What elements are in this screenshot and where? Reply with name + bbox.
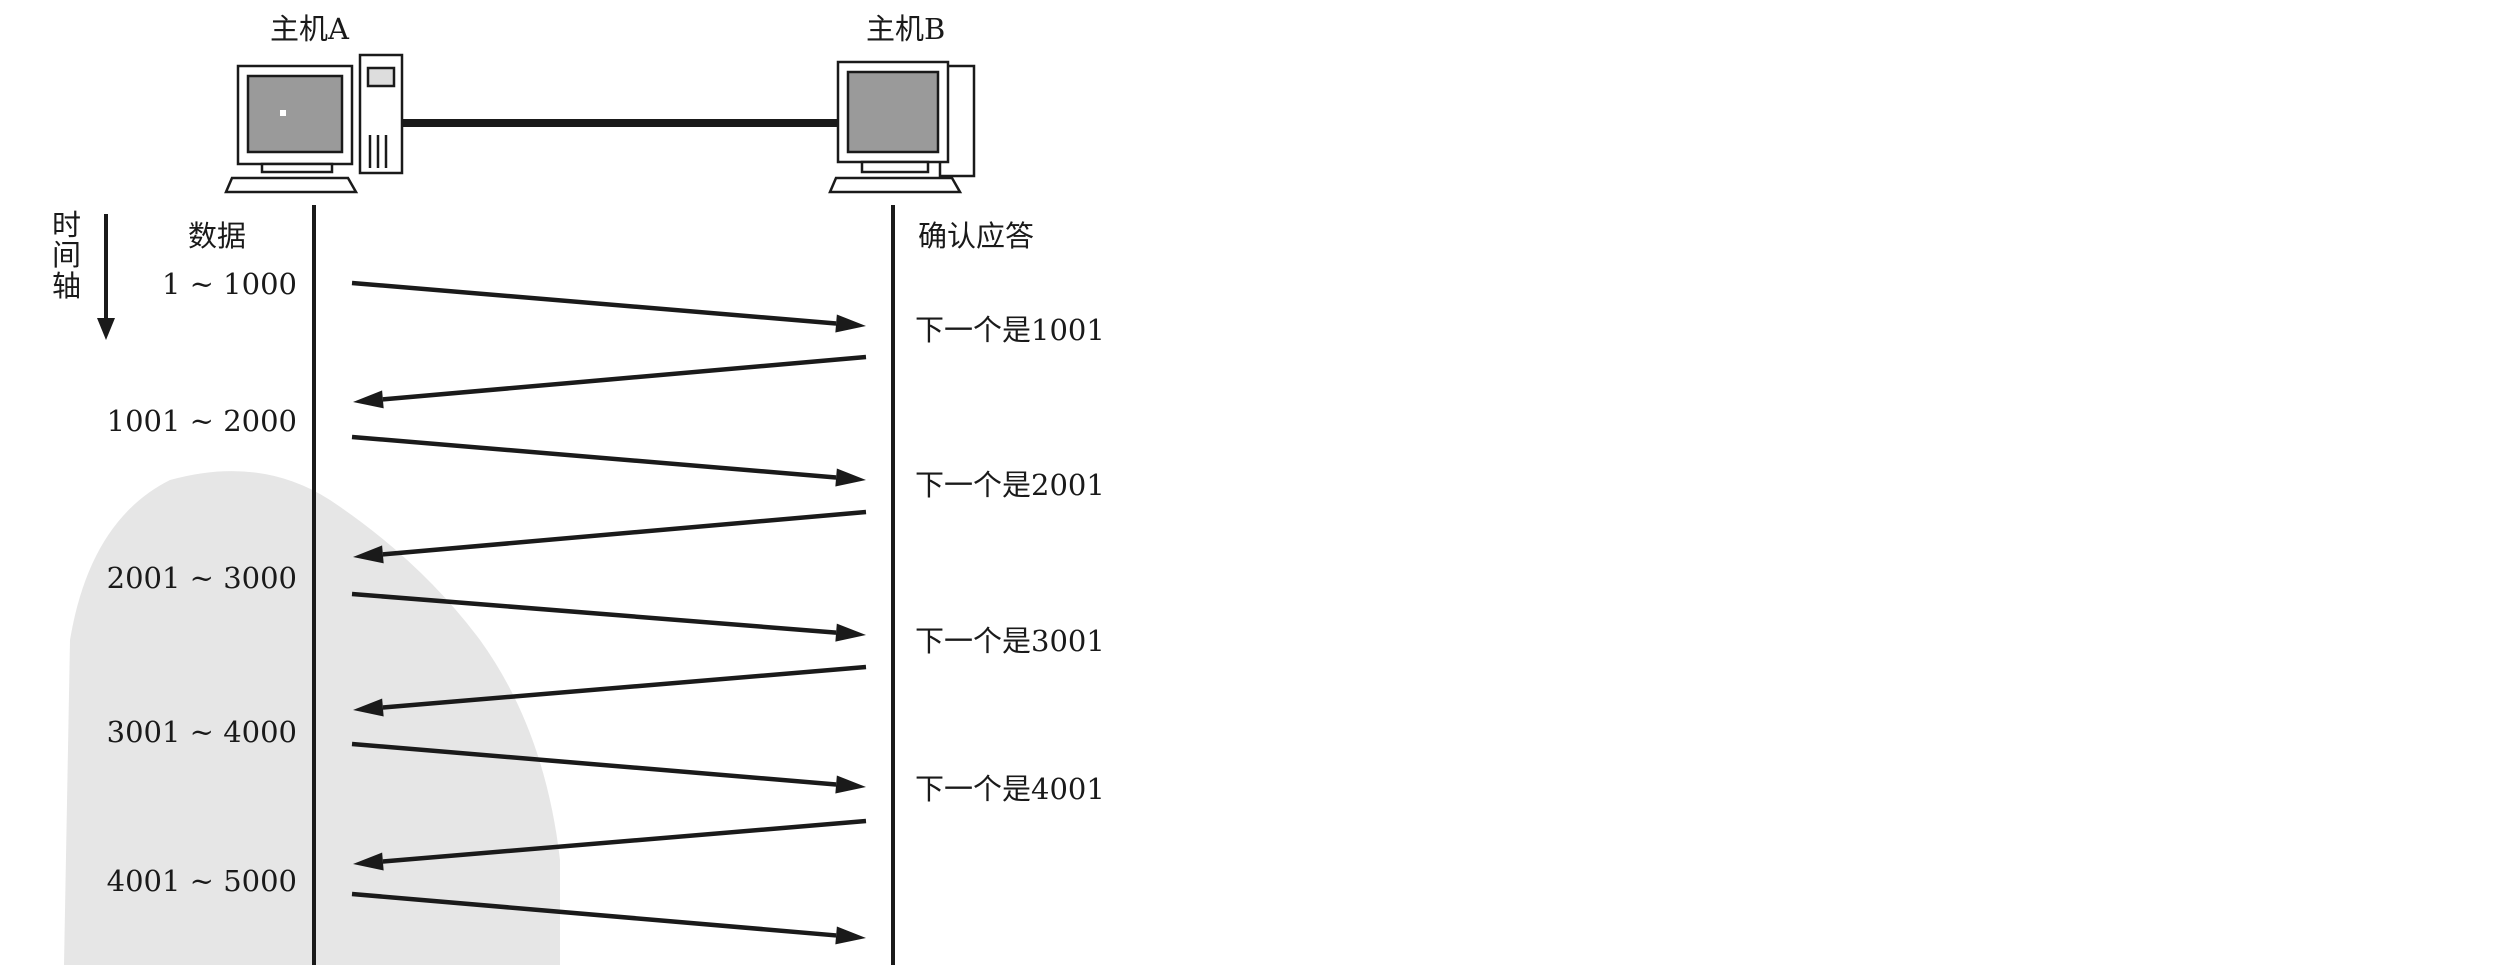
ack-arrow — [353, 664, 867, 717]
time-axis-arrow-icon — [97, 214, 115, 340]
ack-arrow — [353, 509, 867, 564]
host-a-label: 主机A — [270, 12, 349, 46]
ack-label: 下一个是1001 — [915, 313, 1105, 347]
host-b-label: 主机B — [866, 12, 946, 46]
data-segment-label: 2001 ~ 3000 — [106, 561, 297, 595]
data-segment-label: 1001 ~ 2000 — [106, 404, 297, 438]
network-cable — [400, 119, 840, 127]
ack-header: 确认应答 — [918, 219, 1035, 253]
ack-arrow — [353, 818, 867, 871]
data-arrow — [351, 434, 866, 487]
data-segment-label: 3001 ~ 4000 — [106, 715, 297, 749]
data-arrow — [351, 591, 866, 642]
ack-arrow — [353, 354, 867, 409]
data-arrow — [351, 280, 866, 333]
host-a-computer-icon — [224, 53, 404, 194]
data-arrow — [351, 741, 866, 794]
data-segment-label: 1 ~ 1000 — [162, 267, 297, 301]
ack-label: 下一个是4001 — [915, 772, 1105, 806]
data-arrow — [351, 891, 866, 945]
data-header: 数据 — [188, 219, 247, 253]
time-axis-label: 时间轴 — [52, 208, 82, 303]
ack-label: 下一个是2001 — [915, 468, 1105, 502]
ack-label: 下一个是3001 — [915, 624, 1105, 658]
host-b-computer-icon — [828, 60, 976, 194]
data-segment-label: 4001 ~ 5000 — [106, 864, 297, 898]
